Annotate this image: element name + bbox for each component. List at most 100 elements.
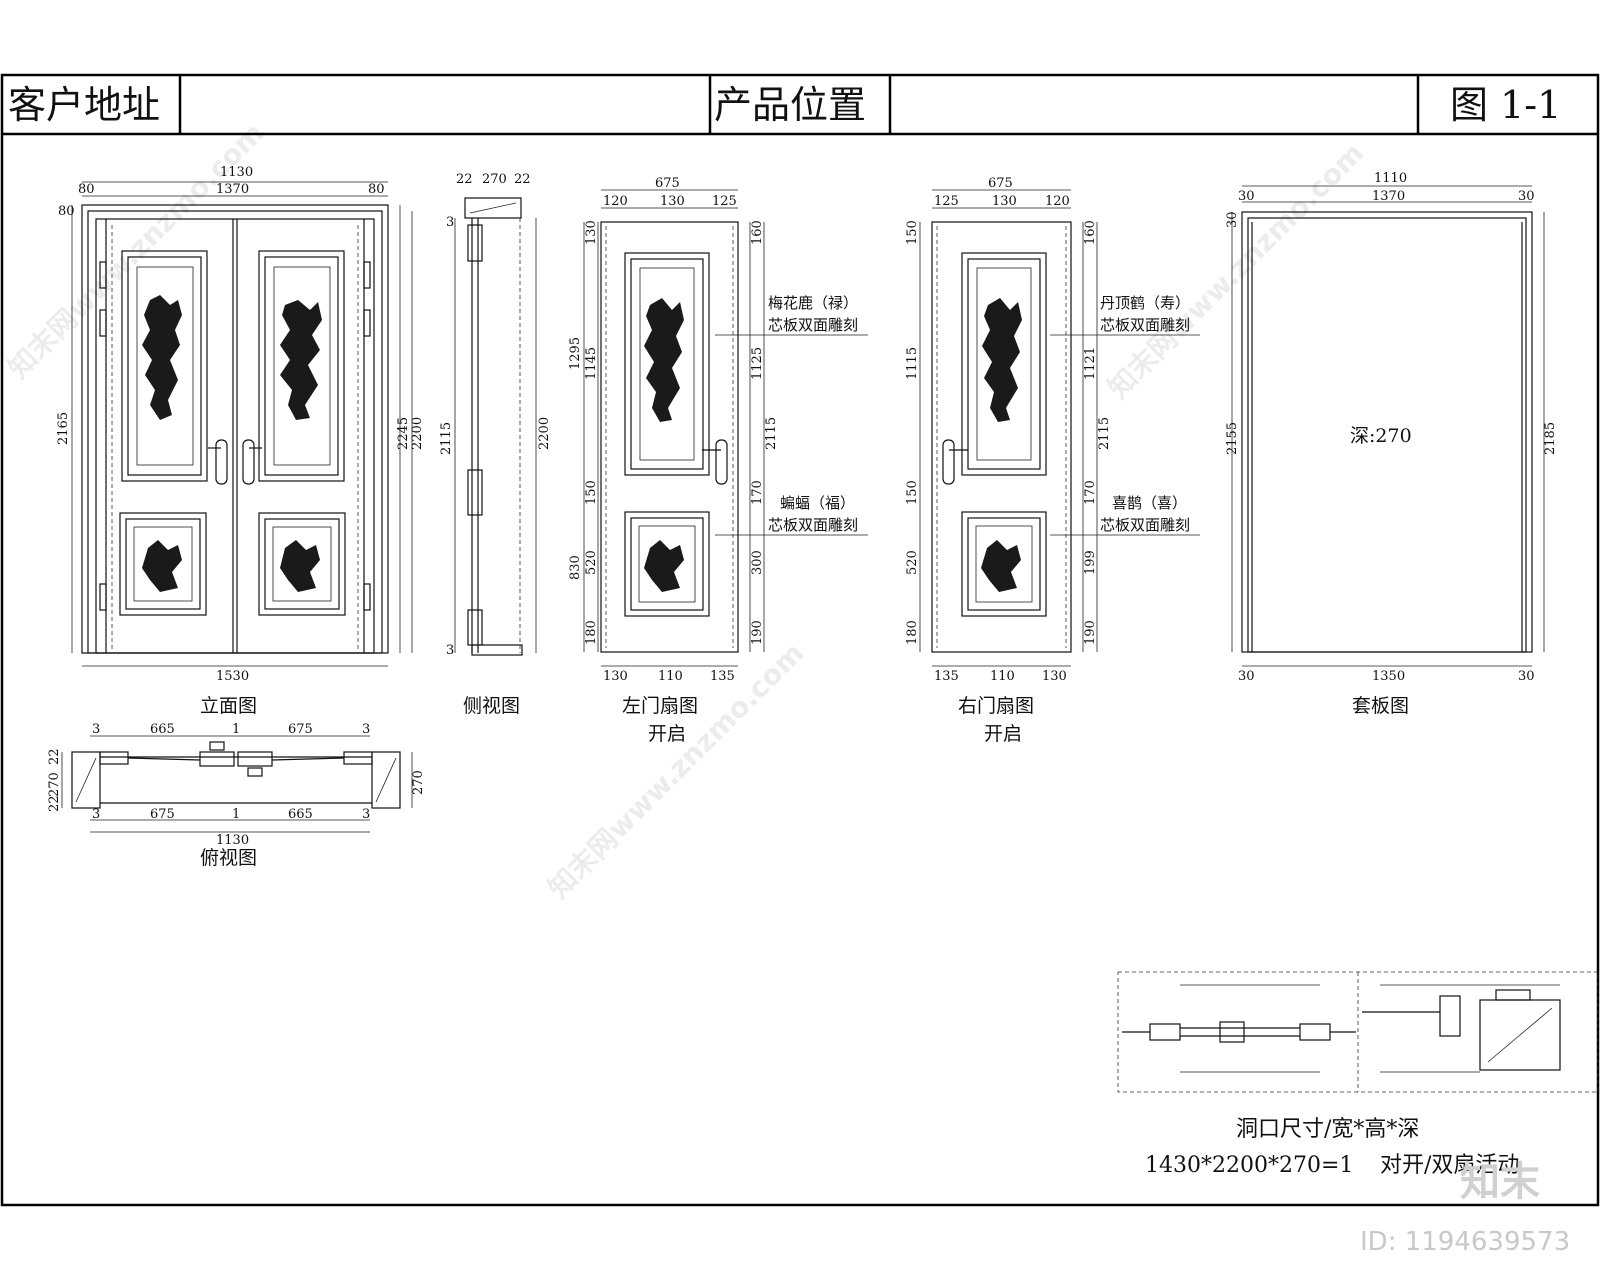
casing-dim-left-height: 2155 bbox=[1225, 422, 1240, 455]
plan-dim-b-b: 665 bbox=[288, 807, 313, 822]
casing-dim-top-total: 1110 bbox=[1374, 171, 1407, 186]
side-dim-c: 22 bbox=[514, 172, 531, 187]
casing-depth-label: 深:270 bbox=[1350, 425, 1412, 447]
ll-dim-l-c: 1145 bbox=[584, 347, 599, 380]
ll-note2-title: 蝙蝠（福） bbox=[780, 494, 855, 512]
right-leaf-title: 右门扇图 bbox=[958, 695, 1034, 717]
side-dim-right-height: 2200 bbox=[537, 417, 552, 450]
product-location-label: 产品位置 bbox=[714, 83, 866, 127]
rl-dim-r-e: 199 bbox=[1083, 550, 1098, 575]
plan-dim-t-r: 3 bbox=[362, 722, 370, 737]
side-view-title: 侧视图 bbox=[463, 695, 520, 717]
plan-dim-t-l: 3 bbox=[92, 722, 100, 737]
rl-dim-top-m: 130 bbox=[992, 194, 1017, 209]
left-lock-icon bbox=[199, 751, 235, 767]
rl-dim-top-r: 120 bbox=[1045, 194, 1070, 209]
right-leaf-handle-icon bbox=[942, 439, 955, 485]
ll-dim-width: 675 bbox=[655, 176, 680, 191]
ll-note2-sub: 芯板双面雕刻 bbox=[768, 516, 858, 534]
plan-dim-t-b: 675 bbox=[288, 722, 313, 737]
plan-dim-b-r: 3 bbox=[362, 807, 370, 822]
client-address-label: 客户地址 bbox=[8, 83, 160, 127]
ll-dim-bot-l: 130 bbox=[603, 669, 628, 684]
sheet-border bbox=[0, 73, 1600, 1207]
rl-dim-bot-m: 110 bbox=[990, 669, 1015, 684]
image-id-label: ID: 1194639573 bbox=[1360, 1227, 1570, 1257]
section-details bbox=[1117, 971, 1599, 1093]
left-handle-icon bbox=[215, 439, 228, 485]
rl-dim-r-b: 1121 bbox=[1083, 347, 1098, 380]
ll-dim-l-b: 1295 bbox=[568, 337, 583, 370]
title-block: 客户地址 产品位置 图 1-1 bbox=[0, 73, 1600, 1207]
rl-dim-r-f: 190 bbox=[1083, 620, 1098, 645]
plan-view: 3 665 1 675 3 3 675 1 665 3 1130 22 270 … bbox=[47, 722, 426, 869]
rl-dim-r-d: 170 bbox=[1083, 480, 1098, 505]
side-dim-a: 22 bbox=[456, 172, 473, 187]
plan-dim-right: 270 bbox=[411, 770, 426, 795]
right-leaf-crane-icon bbox=[982, 298, 1022, 422]
left-leaf-subtitle: 开启 bbox=[648, 723, 686, 745]
side-dim-left-height: 2115 bbox=[439, 422, 454, 455]
ll-dim-top-r: 125 bbox=[712, 194, 737, 209]
elev-dim-top-total: 1130 bbox=[220, 165, 253, 180]
left-leaf-bat-icon bbox=[644, 540, 684, 592]
ll-dim-bot-r: 135 bbox=[710, 669, 735, 684]
casing-dim-top-l: 30 bbox=[1238, 189, 1255, 204]
rl-note2-title: 喜鹊（喜） bbox=[1112, 494, 1187, 512]
ll-dim-r-c: 2115 bbox=[764, 417, 779, 450]
brand-logo: 知末 bbox=[1460, 1159, 1540, 1205]
left-leaf-view: 675 120 130 125 130 1295 1145 150 830 52… bbox=[568, 176, 868, 745]
right-leaf-view: 675 125 130 120 150 1115 150 520 180 160… bbox=[905, 176, 1200, 745]
watermark-text-3: 知末网www.znzmo.com bbox=[1102, 136, 1371, 405]
ll-note1-sub: 芯板双面雕刻 bbox=[768, 316, 858, 334]
ll-dim-r-e: 300 bbox=[750, 550, 765, 575]
rl-dim-l-d: 150 bbox=[905, 480, 920, 505]
side-view: 22 270 22 3 3 2115 2200 侧视图 bbox=[439, 172, 552, 717]
left-leaf-title: 左门扇图 bbox=[622, 695, 698, 717]
elev-dim-top-left: 80 bbox=[78, 182, 95, 197]
plan-dim-left-c: 22 bbox=[47, 795, 62, 812]
ll-dim-top-l: 120 bbox=[603, 194, 628, 209]
ll-note1-title: 梅花鹿（禄） bbox=[768, 294, 858, 312]
spec-line1: 洞口尺寸/宽*高*深 bbox=[1236, 1117, 1419, 1142]
casing-title: 套板图 bbox=[1352, 695, 1409, 717]
ll-dim-r-b: 1125 bbox=[750, 347, 765, 380]
left-leaf-deer-icon bbox=[644, 298, 684, 422]
crane-carving-icon bbox=[280, 300, 322, 420]
plan-dim-b-a: 675 bbox=[150, 807, 175, 822]
rl-dim-bot-l: 135 bbox=[934, 669, 959, 684]
right-handle-icon bbox=[242, 439, 255, 485]
ll-dim-r-f: 190 bbox=[750, 620, 765, 645]
rl-note1-sub: 芯板双面雕刻 bbox=[1100, 316, 1190, 334]
ll-dim-l-f: 520 bbox=[584, 550, 599, 575]
elev-dim-left-height: 2165 bbox=[56, 412, 71, 445]
casing-dim-left-top: 30 bbox=[1225, 211, 1240, 228]
rl-dim-bot-r: 130 bbox=[1042, 669, 1067, 684]
rl-note2-sub: 芯板双面雕刻 bbox=[1100, 516, 1190, 534]
elev-dim-right-b: 2200 bbox=[410, 417, 425, 450]
right-leaf-subtitle: 开启 bbox=[984, 723, 1022, 745]
rl-dim-l-a: 150 bbox=[905, 220, 920, 245]
casing-dim-bot-l: 30 bbox=[1238, 669, 1255, 684]
ll-dim-top-m: 130 bbox=[660, 194, 685, 209]
right-leaf-magpie-icon bbox=[981, 540, 1021, 592]
rl-dim-l-f: 520 bbox=[905, 550, 920, 575]
rl-dim-l-g: 180 bbox=[905, 620, 920, 645]
side-dim-small-top: 3 bbox=[446, 215, 454, 230]
figure-number: 图 1-1 bbox=[1450, 83, 1561, 127]
elev-dim-left-top: 80 bbox=[58, 204, 75, 219]
spec-block: 洞口尺寸/宽*高*深 1430*2200*270=1 对开/双扇活动 bbox=[1145, 1117, 1519, 1178]
magpie-carving-icon bbox=[280, 540, 320, 592]
rl-dim-r-a: 160 bbox=[1083, 220, 1098, 245]
elevation-view: 1130 1370 80 80 80 2165 2245 2200 1530 立… bbox=[56, 165, 425, 717]
rl-dim-width: 675 bbox=[988, 176, 1013, 191]
spec-line3: 对开/双扇活动 bbox=[1380, 1153, 1519, 1178]
elev-dim-top-right: 80 bbox=[368, 182, 385, 197]
left-leaf-handle-icon bbox=[715, 439, 728, 485]
casing-dim-bot-m: 1350 bbox=[1372, 669, 1405, 684]
casing-view: 1110 1370 30 30 30 2155 2185 30 1350 30 … bbox=[1225, 171, 1558, 717]
deer-carving-icon bbox=[142, 295, 182, 420]
ll-dim-l-g: 180 bbox=[584, 620, 599, 645]
plan-dim-t-mid: 1 bbox=[232, 722, 240, 737]
